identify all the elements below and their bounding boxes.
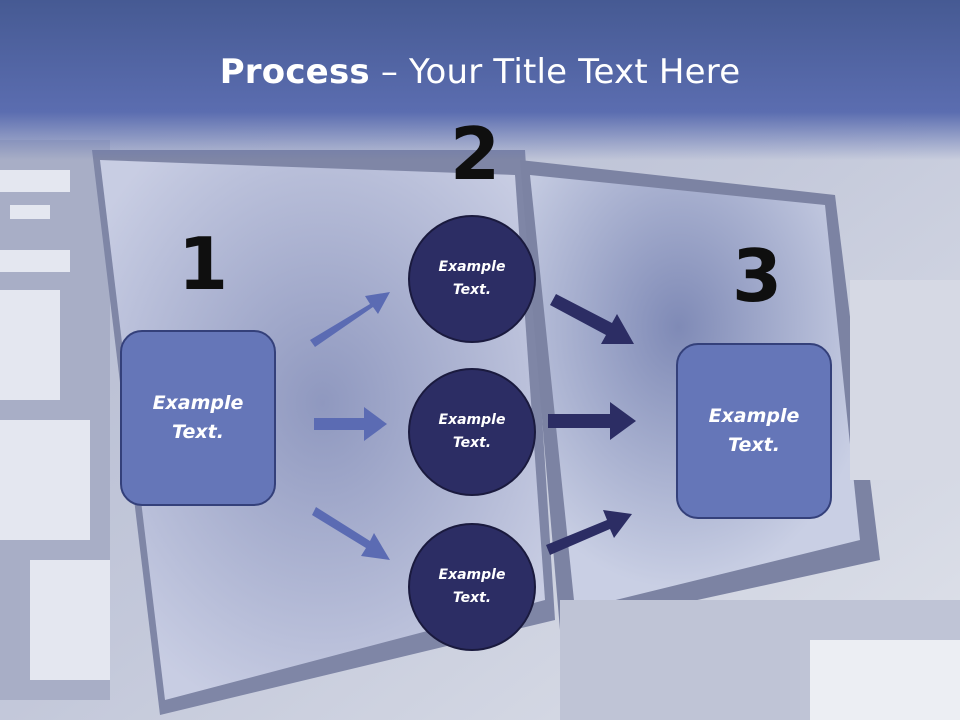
circle-top-label-line1: Example	[438, 259, 506, 275]
slide-title-bold: Process	[219, 52, 370, 92]
arrow-down-right-dark-icon	[550, 294, 634, 344]
step-2-circle-middle: Example Text.	[408, 368, 536, 496]
step-2-circle-bottom: Example Text.	[408, 523, 536, 651]
circle-bottom-label-line1: Example	[438, 567, 506, 583]
step-3-box: Example Text.	[676, 343, 832, 519]
circle-middle-label-line1: Example	[438, 412, 506, 428]
slide-title-rest: – Your Title Text Here	[369, 52, 741, 92]
arrow-up-right-icon	[310, 292, 390, 347]
step-2-circle-top: Example Text.	[408, 215, 536, 343]
arrow-right-icon	[314, 407, 387, 441]
circle-bottom-label-line2: Text.	[452, 590, 492, 606]
arrow-up-right-dark-icon	[546, 510, 632, 555]
arrow-down-right-icon	[312, 507, 390, 560]
step-1-box: Example Text.	[120, 330, 276, 506]
circle-middle-label-line2: Text.	[452, 435, 492, 451]
step-1-label-line2: Text.	[172, 421, 224, 443]
step-1-label-line1: Example	[152, 392, 244, 414]
circle-top-label-line2: Text.	[452, 282, 492, 298]
step-number-1: 1	[178, 222, 229, 306]
step-3-label-line2: Text.	[728, 434, 780, 456]
step-3-label-line1: Example	[708, 405, 800, 427]
arrow-right-dark-icon	[548, 402, 636, 440]
slide-title: Process – Your Title Text Here	[0, 52, 960, 92]
step-number-2: 2	[450, 112, 501, 196]
step-number-3: 3	[732, 234, 783, 318]
